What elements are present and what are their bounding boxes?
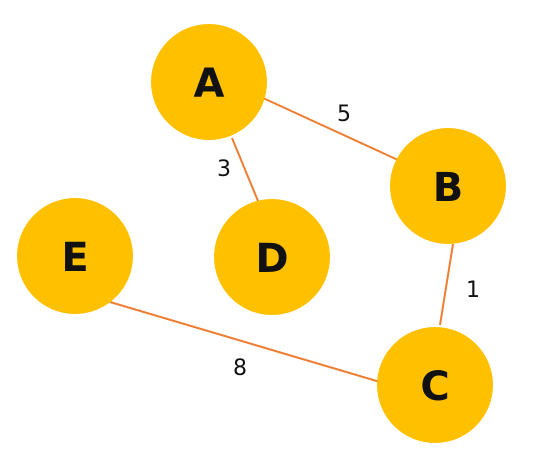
node-c-label: C	[420, 364, 449, 410]
node-b-label: B	[433, 165, 464, 211]
node-d-circle	[214, 199, 330, 315]
node-e-label: E	[61, 235, 88, 281]
node-a: A	[151, 24, 267, 140]
node-a-label: A	[194, 61, 225, 107]
edge-a-b	[262, 97, 399, 161]
node-e: E	[17, 198, 133, 314]
node-e-circle	[17, 198, 133, 314]
node-d-label: D	[255, 236, 288, 282]
edges-layer	[109, 97, 454, 383]
edge-label-e-c: 8	[233, 356, 247, 381]
node-c: C	[377, 327, 493, 443]
edge-b-c	[439, 243, 454, 326]
nodes-layer: A B C D E	[17, 24, 506, 443]
edge-label-b-c: 1	[466, 278, 480, 303]
node-b: B	[390, 128, 506, 244]
node-a-circle	[151, 24, 267, 140]
edge-labels-layer: 5 3 1 8	[217, 102, 480, 381]
edge-label-a-b: 5	[337, 102, 351, 127]
edge-e-c	[109, 301, 381, 383]
edge-a-d	[231, 137, 259, 202]
node-d: D	[214, 199, 330, 315]
edge-label-a-d: 3	[217, 157, 231, 182]
node-b-circle	[390, 128, 506, 244]
node-c-circle	[377, 327, 493, 443]
